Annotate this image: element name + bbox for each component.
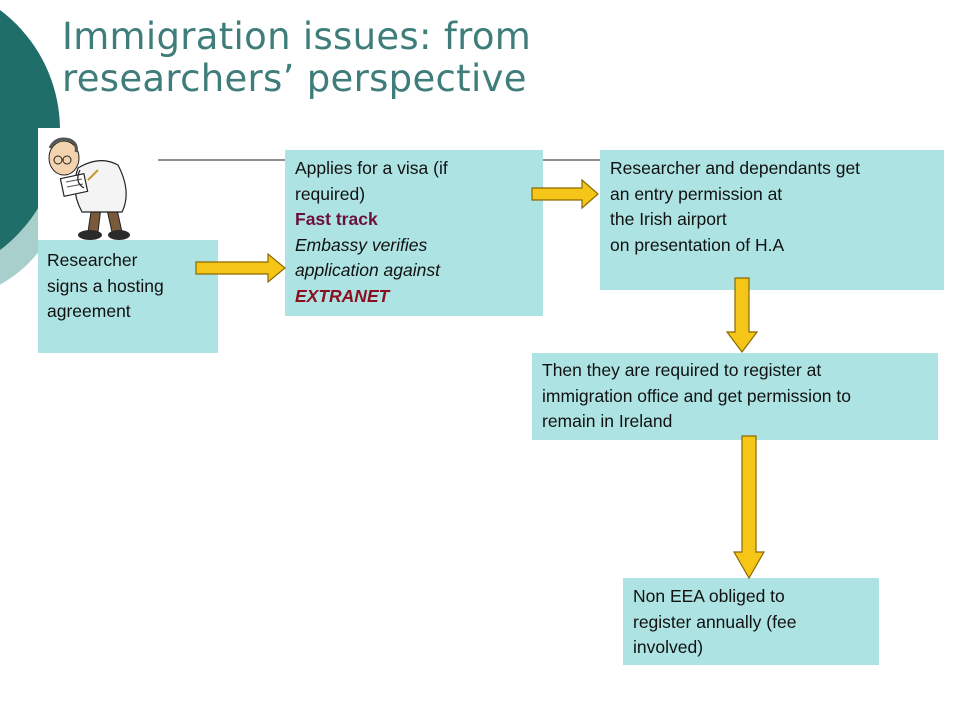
title-line-2: researchers’ perspective — [62, 57, 527, 100]
hosting-text-line: signs a hosting — [47, 275, 164, 296]
hosting-text-line: agreement — [47, 301, 131, 321]
visa-text-line: Applies for a visa (if — [295, 158, 448, 178]
hosting-agreement-box: Researcher signs a hosting agreement — [38, 240, 218, 353]
visa-text-line: required) — [295, 183, 366, 204]
page-title: Immigration issues: from researchers’ pe… — [62, 16, 822, 100]
embassy-text-line: Embassy verifies — [295, 234, 428, 255]
annual-text-line: involved) — [633, 637, 704, 657]
entry-text-line: the Irish airport — [610, 209, 727, 229]
entry-text-line: Researcher and dependants get — [610, 158, 861, 178]
annual-registration-box: Non EEA obliged to register annually (fe… — [623, 578, 879, 665]
fast-track-label: Fast track — [295, 209, 378, 229]
annual-text-line: Non EEA obliged to — [633, 586, 785, 606]
register-text-line: Then they are required to register at — [542, 360, 822, 380]
hosting-text-line: Researcher — [47, 250, 138, 270]
register-box: Then they are required to register at im… — [532, 353, 938, 440]
title-line-1: Immigration issues: from — [62, 15, 532, 58]
entry-text-line: on presentation of H.A — [610, 234, 785, 255]
embassy-text-line: application against — [295, 260, 440, 280]
visa-application-box: Applies for a visa (if required) Fast tr… — [285, 150, 543, 316]
annual-text-line: register annually (fee — [633, 611, 797, 632]
register-text-line: immigration office and get permission to — [542, 385, 851, 406]
extranet-label: EXTRANET — [295, 285, 390, 306]
register-text-line: remain in Ireland — [542, 411, 673, 431]
illustration-background — [38, 128, 158, 246]
entry-permission-box: Researcher and dependants get an entry p… — [600, 150, 944, 290]
entry-text-line: an entry permission at — [610, 183, 783, 204]
